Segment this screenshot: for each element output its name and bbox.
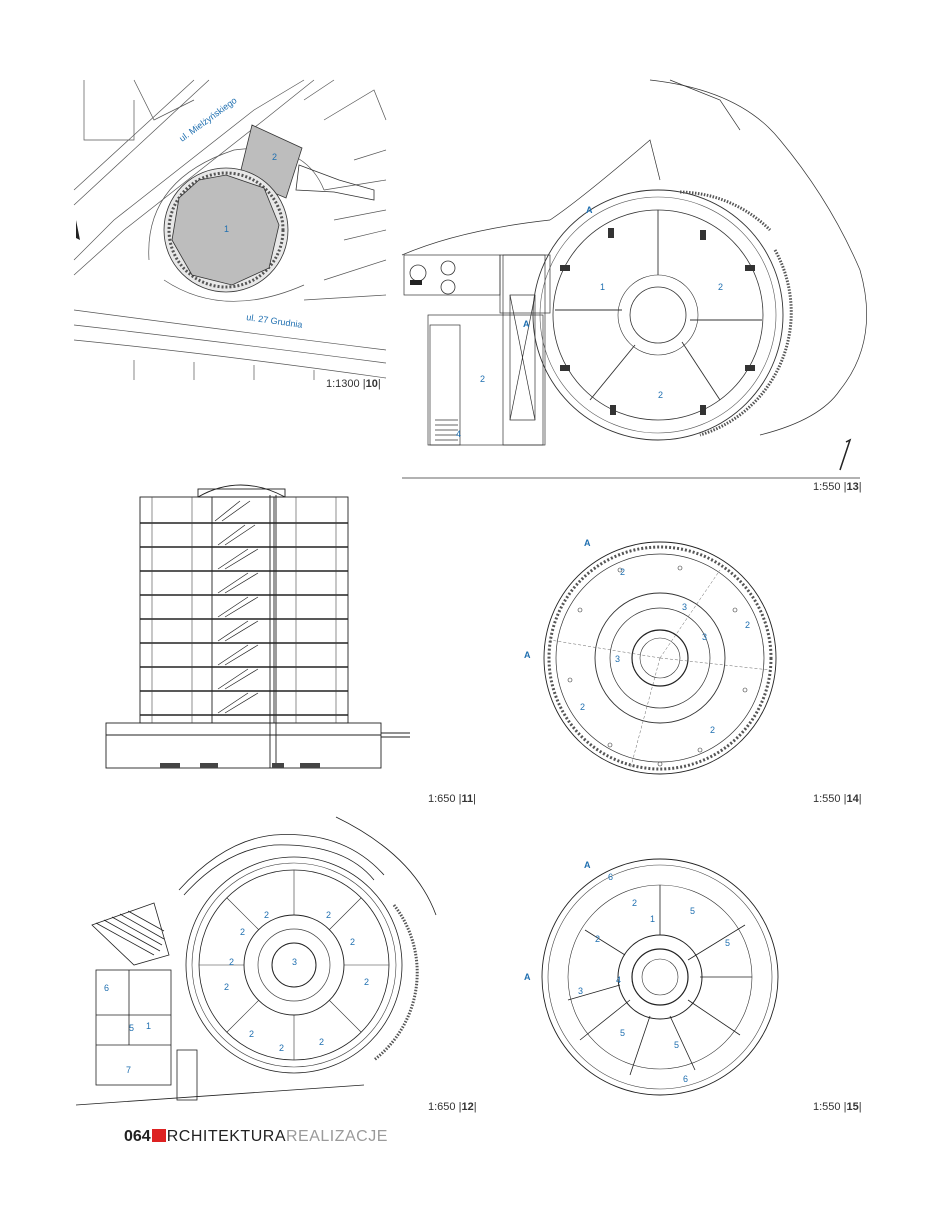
site-plan-drawing: 1 2 ul. Mielżyńskiego ul. 27 Grudnia <box>73 79 387 380</box>
svg-text:2: 2 <box>580 702 585 712</box>
street-mielzynskiego: ul. Mielżyńskiego <box>177 95 238 143</box>
svg-text:3: 3 <box>578 986 583 996</box>
caption-fig-14: 1:550 |14| <box>813 793 862 805</box>
caption-fig-15: 1:550 |15| <box>813 1101 862 1113</box>
svg-text:1: 1 <box>600 282 605 292</box>
site-label-2: 2 <box>272 152 277 162</box>
svg-text:5: 5 <box>725 938 730 948</box>
number-fig-13: 13 <box>846 481 859 493</box>
svg-text:5: 5 <box>129 1023 134 1033</box>
svg-text:4: 4 <box>456 429 461 439</box>
svg-text:2: 2 <box>364 977 369 987</box>
svg-text:2: 2 <box>224 982 229 992</box>
scale-fig-14: 1:550 <box>813 793 841 805</box>
svg-text:2: 2 <box>710 725 715 735</box>
top-floor-plan-drawing: 6 2 1 5 2 5 3 4 5 5 6 A A <box>520 850 790 1100</box>
first-floor-plan-drawing: 1 2 2 2 4 A A <box>400 79 870 480</box>
svg-text:2: 2 <box>240 927 245 937</box>
section-name: REALIZACJE <box>285 1128 388 1145</box>
svg-text:3: 3 <box>615 654 620 664</box>
svg-text:2: 2 <box>620 567 625 577</box>
svg-text:4: 4 <box>616 975 621 985</box>
svg-text:A: A <box>524 650 531 660</box>
svg-text:6: 6 <box>608 872 613 882</box>
scale-fig-15: 1:550 <box>813 1101 841 1113</box>
svg-text:2: 2 <box>658 390 663 400</box>
svg-text:6: 6 <box>104 983 109 993</box>
svg-text:2: 2 <box>319 1037 324 1047</box>
ground-floor-plan-drawing: 2 2 2 2 2 2 2 2 2 2 3 6 5 1 7 <box>74 815 444 1106</box>
svg-text:5: 5 <box>620 1028 625 1038</box>
svg-text:3: 3 <box>702 632 707 642</box>
svg-text:A: A <box>584 860 591 870</box>
svg-text:A: A <box>523 319 530 329</box>
magazine-logo-icon <box>151 1129 166 1142</box>
site-label-1: 1 <box>224 224 229 234</box>
svg-text:1: 1 <box>146 1021 151 1031</box>
svg-text:5: 5 <box>674 1040 679 1050</box>
svg-text:3: 3 <box>292 957 297 967</box>
caption-fig-10: 1:1300 |10| <box>326 378 381 390</box>
number-fig-10: 10 <box>365 378 378 390</box>
svg-text:2: 2 <box>326 910 331 920</box>
scale-fig-12: 1:650 <box>428 1101 456 1113</box>
caption-fig-11: 1:650 |11| <box>428 793 476 805</box>
number-fig-11: 11 <box>461 793 474 805</box>
svg-text:2: 2 <box>229 957 234 967</box>
caption-fig-13: 1:550 |13| <box>813 481 862 493</box>
svg-text:1: 1 <box>650 914 655 924</box>
svg-text:7: 7 <box>126 1065 131 1075</box>
section-drawing <box>100 475 420 775</box>
svg-text:2: 2 <box>249 1029 254 1039</box>
street-27-grudnia: ul. 27 Grudnia <box>246 312 303 330</box>
svg-text:2: 2 <box>718 282 723 292</box>
svg-text:2: 2 <box>745 620 750 630</box>
svg-text:2: 2 <box>279 1043 284 1053</box>
scale-fig-13: 1:550 <box>813 481 841 493</box>
page-footer: 064 RCHITEKTURAREALIZACJE <box>124 1128 388 1146</box>
svg-text:A: A <box>524 972 531 982</box>
magazine-name: RCHITEKTURA <box>166 1128 286 1145</box>
page-number: 064 <box>124 1128 151 1145</box>
svg-text:A: A <box>586 205 593 215</box>
svg-text:6: 6 <box>683 1074 688 1084</box>
number-fig-15: 15 <box>846 1101 859 1113</box>
svg-text:3: 3 <box>682 602 687 612</box>
svg-text:2: 2 <box>480 374 485 384</box>
svg-text:2: 2 <box>264 910 269 920</box>
svg-text:2: 2 <box>595 934 600 944</box>
caption-fig-12: 1:650 |12| <box>428 1101 477 1113</box>
svg-text:5: 5 <box>690 906 695 916</box>
typical-floor-plan-drawing: 2 2 2 2 3 3 3 A A <box>520 530 790 780</box>
number-fig-12: 12 <box>461 1101 474 1113</box>
number-fig-14: 14 <box>846 793 859 805</box>
scale-fig-10: 1:1300 <box>326 378 360 390</box>
svg-text:A: A <box>584 538 591 548</box>
svg-text:2: 2 <box>350 937 355 947</box>
scale-fig-11: 1:650 <box>428 793 456 805</box>
svg-text:2: 2 <box>632 898 637 908</box>
